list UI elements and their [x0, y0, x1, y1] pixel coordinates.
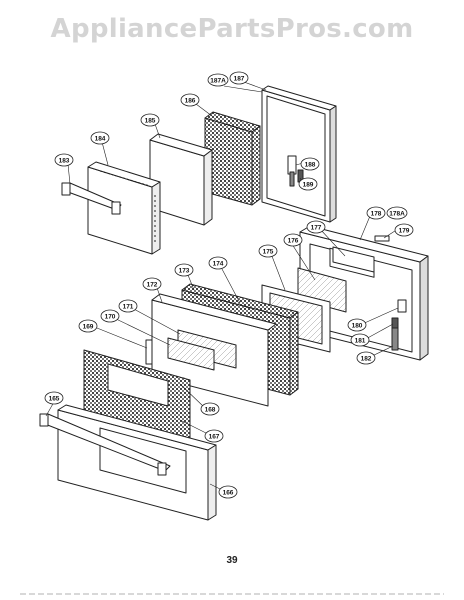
- callout-185: 185: [140, 113, 160, 127]
- svg-text:170: 170: [105, 313, 116, 320]
- callout-181: 181: [350, 333, 370, 347]
- svg-text:167: 167: [209, 433, 220, 440]
- part-187-inner-panel: [261, 85, 337, 223]
- callout-176: 176: [283, 233, 303, 247]
- callout-187: 187: [229, 71, 249, 85]
- svg-text:180: 180: [352, 322, 363, 329]
- callouts: 187A 187 186 185 184 183 188 189 178 178…: [44, 71, 414, 499]
- svg-text:173: 173: [179, 267, 190, 274]
- svg-text:189: 189: [303, 181, 314, 188]
- svg-text:182: 182: [361, 355, 372, 362]
- watermark-logo: AppliancePartsPros.com: [50, 14, 414, 44]
- svg-text:174: 174: [213, 260, 224, 267]
- callout-165: 165: [44, 391, 64, 405]
- callout-186: 186: [180, 93, 200, 107]
- svg-text:187: 187: [234, 75, 245, 82]
- svg-text:181: 181: [355, 337, 366, 344]
- callout-171: 171: [118, 299, 138, 313]
- leader-lines: [45, 81, 399, 491]
- part-169-spacer: [145, 339, 153, 365]
- callout-189: 189: [298, 177, 318, 191]
- callout-170: 170: [100, 309, 120, 323]
- callout-166: 166: [218, 485, 238, 499]
- part-177-window: [332, 246, 375, 273]
- page-number: 39: [226, 555, 238, 566]
- part-180-bracket: [397, 299, 407, 313]
- svg-text:188: 188: [305, 161, 316, 168]
- svg-text:175: 175: [263, 248, 274, 255]
- svg-text:184: 184: [95, 135, 106, 142]
- svg-text:165: 165: [49, 395, 60, 402]
- svg-text:172: 172: [147, 281, 158, 288]
- svg-text:179: 179: [399, 227, 410, 234]
- callout-175: 175: [258, 244, 278, 258]
- callout-169: 169: [78, 319, 98, 333]
- callout-188: 188: [300, 157, 320, 171]
- callout-179: 179: [394, 223, 414, 237]
- svg-text:178A: 178A: [389, 210, 405, 217]
- svg-text:166: 166: [223, 489, 234, 496]
- callout-182: 182: [356, 351, 376, 365]
- callout-183: 183: [54, 153, 74, 167]
- part-184-outer-door: [87, 161, 161, 255]
- part-170-glass: [167, 337, 215, 371]
- svg-text:187A: 187A: [210, 77, 226, 84]
- svg-text:169: 169: [83, 323, 94, 330]
- svg-text:185: 185: [145, 117, 156, 124]
- callout-174: 174: [208, 256, 228, 270]
- callout-172: 172: [142, 277, 162, 291]
- callout-187A: 187A: [207, 73, 229, 87]
- callout-184: 184: [90, 131, 110, 145]
- part-179-clip: [374, 235, 390, 242]
- svg-text:186: 186: [185, 97, 196, 104]
- svg-text:171: 171: [123, 303, 134, 310]
- svg-text:176: 176: [288, 237, 299, 244]
- part-181-bracket: [391, 317, 399, 329]
- part-185-liner: [149, 133, 213, 226]
- callout-168: 168: [200, 402, 220, 416]
- callout-178A: 178A: [386, 206, 408, 220]
- svg-text:177: 177: [311, 224, 322, 231]
- callout-178: 178: [366, 206, 386, 220]
- part-182-hinge: [391, 327, 399, 351]
- callout-180: 180: [347, 318, 367, 332]
- svg-text:168: 168: [205, 406, 216, 413]
- callout-177: 177: [306, 220, 326, 234]
- svg-text:178: 178: [371, 210, 382, 217]
- callout-173: 173: [174, 263, 194, 277]
- part-186-insulation: [204, 111, 261, 206]
- part-183-handle: [61, 182, 122, 215]
- svg-text:183: 183: [59, 157, 70, 164]
- callout-167: 167: [204, 429, 224, 443]
